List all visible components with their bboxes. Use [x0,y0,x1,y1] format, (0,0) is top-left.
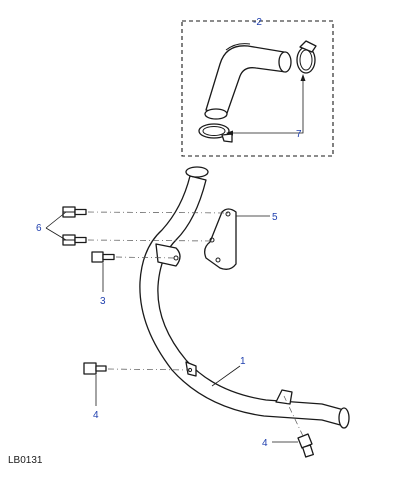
callout-7: 7 [296,129,302,140]
leader-7-arrow-left [226,130,233,136]
callout-4-bottom: 4 [262,438,268,449]
leader-6 [45,211,67,229]
centerline-4-left [107,368,191,371]
centerline-6-lower [87,239,213,242]
callout-5: 5 [272,212,278,223]
leader-6b [45,227,67,241]
diagram-id: LB0131 [8,455,43,466]
callout-4-left: 4 [93,410,99,421]
bolt-3 [91,251,115,263]
hose-elbow [204,43,292,120]
hose-clip-lower [198,123,233,143]
bolt-4-left [83,362,107,375]
leader-7-arrow-up [300,74,306,81]
centerline-3 [115,256,177,259]
bolt-6-lower [62,234,87,246]
bracket-plate [204,208,237,270]
centerline-6-upper [87,211,229,214]
callout-1: 1 [240,356,246,367]
hose-clip-upper [296,40,317,74]
callout-6: 6 [36,223,42,234]
centerline-4-bottom [283,395,304,437]
callout-3: 3 [100,296,106,307]
leader-1 [211,365,241,387]
leader-7 [228,80,304,134]
callout-2: -2 [253,17,262,28]
main-pipe [139,166,350,429]
bolt-6-upper [62,206,87,218]
bolt-4-bottom [297,433,314,458]
inset-box [181,20,334,157]
